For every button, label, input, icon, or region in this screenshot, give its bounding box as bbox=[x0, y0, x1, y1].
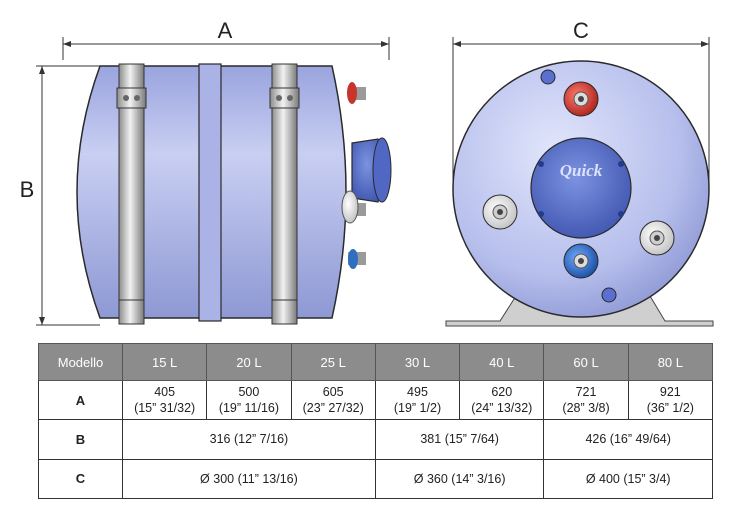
cell-c-30-40l: Ø 360 (14” 3/16) bbox=[374, 458, 545, 500]
row-label-c: C bbox=[38, 458, 123, 500]
row-label-b: B bbox=[38, 419, 123, 460]
cell-b-30-40l: 381 (15” 7/64) bbox=[374, 419, 545, 460]
table-header-row: Modello 15 L 20 L 25 L 30 L 40 L 60 L 80… bbox=[38, 343, 714, 381]
cell-value: 605 bbox=[322, 385, 344, 400]
tank-front-view: Quick bbox=[445, 60, 714, 327]
water-heater-drawing: A B C bbox=[20, 18, 714, 327]
header-30l: 30 L bbox=[374, 343, 461, 381]
cell-c-60-80l: Ø 400 (15” 3/4) bbox=[543, 458, 713, 500]
cell-a-80l: 921(36” 1/2) bbox=[627, 379, 714, 421]
header-60l: 60 L bbox=[543, 343, 629, 381]
dimension-a: A bbox=[62, 18, 390, 60]
cell-value: 405 bbox=[154, 385, 176, 400]
cell-inches: (23” 27/32) bbox=[302, 401, 364, 416]
table-row-b: B 316 (12” 7/16) 381 (15” 7/64) 426 (16”… bbox=[38, 419, 713, 460]
table-row-c: C Ø 300 (11” 13/16) Ø 360 (14” 3/16) Ø 4… bbox=[38, 458, 713, 500]
cell-inches: (15” 31/32) bbox=[134, 401, 196, 416]
dimension-label-b: B bbox=[20, 177, 35, 202]
cell-b-15-25l: 316 (12” 7/16) bbox=[122, 419, 376, 460]
cell-inches: (28” 3/8) bbox=[562, 401, 610, 416]
specifications-table: Modello 15 L 20 L 25 L 30 L 40 L 60 L 80… bbox=[38, 343, 714, 500]
cell-value: 721 bbox=[575, 385, 597, 400]
cell-a-25l: 605(23” 27/32) bbox=[290, 379, 376, 421]
table-row-a: A 405(15” 31/32) 500(19” 11/16) 605(23” … bbox=[38, 379, 714, 421]
header-20l: 20 L bbox=[206, 343, 292, 381]
header-15l: 15 L bbox=[121, 343, 208, 381]
cell-a-40l: 620(24” 13/32) bbox=[459, 379, 545, 421]
cell-value: 500 bbox=[238, 385, 260, 400]
cell-inches: (19” 1/2) bbox=[393, 401, 442, 416]
tank-side-view bbox=[76, 63, 392, 325]
row-label-a: A bbox=[38, 379, 123, 421]
cell-value: 921 bbox=[659, 385, 681, 400]
cell-a-30l: 495(19” 1/2) bbox=[374, 379, 461, 421]
header-25l: 25 L bbox=[290, 343, 376, 381]
dimension-label-c: C bbox=[573, 18, 589, 43]
header-40l: 40 L bbox=[459, 343, 545, 381]
cell-inches: (36” 1/2) bbox=[646, 401, 694, 416]
cell-b-60-80l: 426 (16” 49/64) bbox=[543, 419, 713, 460]
header-80l: 80 L bbox=[627, 343, 714, 381]
cell-a-15l: 405(15” 31/32) bbox=[121, 379, 208, 421]
cell-inches: (19” 11/16) bbox=[218, 401, 280, 416]
header-modello: Modello bbox=[38, 343, 123, 381]
cell-c-15-25l: Ø 300 (11” 13/16) bbox=[122, 458, 376, 500]
dimension-c: C bbox=[452, 18, 710, 190]
cell-inches: (24” 13/32) bbox=[471, 401, 533, 416]
cell-value: 495 bbox=[407, 385, 428, 400]
cell-value: 620 bbox=[491, 385, 513, 400]
dimension-label-a: A bbox=[218, 18, 233, 43]
dimension-b: B bbox=[20, 65, 100, 326]
quick-logo: Quick bbox=[560, 161, 603, 180]
cell-a-20l: 500(19” 11/16) bbox=[206, 379, 292, 421]
cell-a-60l: 721(28” 3/8) bbox=[543, 379, 629, 421]
